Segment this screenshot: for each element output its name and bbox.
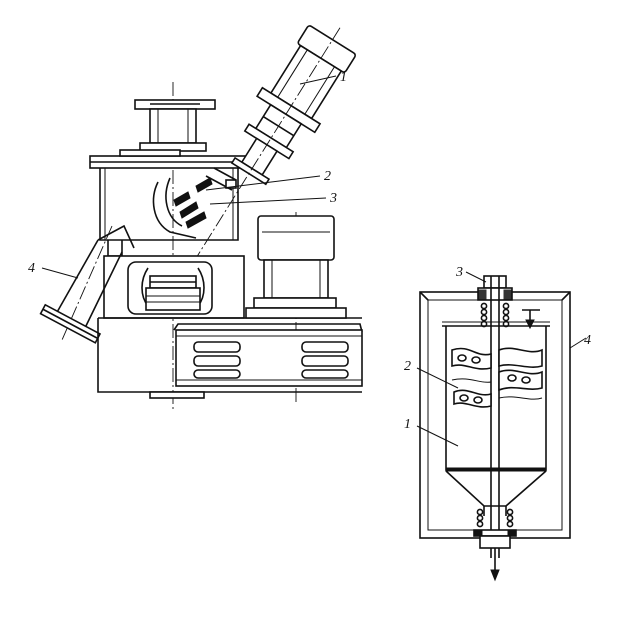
r-leader-1 <box>417 426 458 446</box>
r-label-2: 2 <box>404 359 411 374</box>
r-label-4: 4 <box>584 333 591 348</box>
top-spring <box>481 303 508 326</box>
label-3: 3 <box>329 191 337 206</box>
vent-right <box>302 342 348 378</box>
label-4: 4 <box>28 261 35 276</box>
vent-left <box>194 342 240 378</box>
top-gland <box>478 276 512 300</box>
r-label-1: 1 <box>404 417 411 432</box>
leader-3 <box>210 198 326 204</box>
r-label-3: 3 <box>455 265 463 280</box>
top-flange <box>135 100 215 151</box>
label-2: 2 <box>324 169 331 184</box>
label-1: 1 <box>340 70 347 85</box>
r-leader-2 <box>417 368 458 388</box>
housing-cover <box>90 150 250 168</box>
r-leader-3 <box>466 272 486 282</box>
base-block <box>104 240 244 318</box>
bottom-gland <box>474 509 516 548</box>
drive-motor <box>246 216 346 318</box>
outlet-arrow <box>491 548 499 580</box>
leader-4 <box>42 268 78 278</box>
belt-guard <box>174 324 362 386</box>
left-diagram: 1 2 3 4 <box>28 10 369 412</box>
impeller-discs <box>452 348 542 407</box>
outer-frame <box>420 292 570 538</box>
right-diagram: 3 2 1 4 <box>404 265 591 580</box>
